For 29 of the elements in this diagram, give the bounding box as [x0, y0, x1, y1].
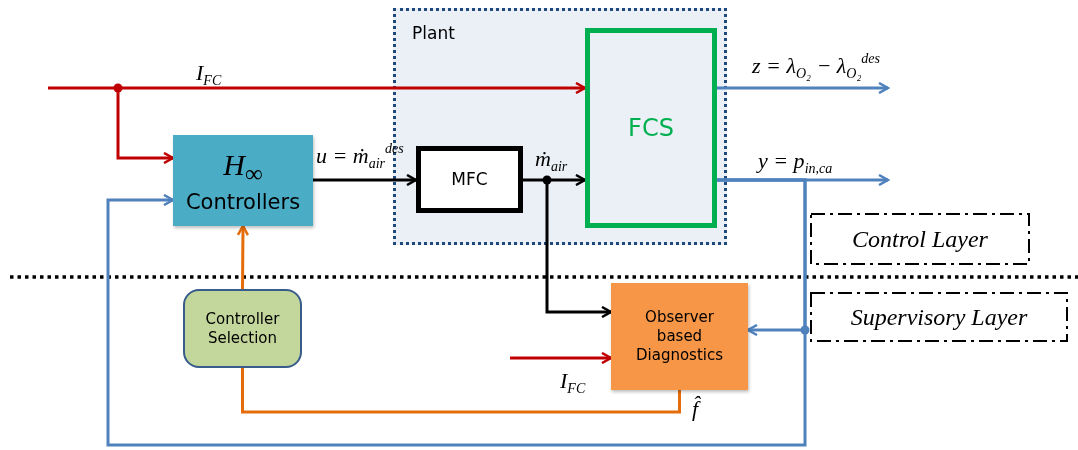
- layer-label-box: [810, 213, 1030, 265]
- edge-label: I$_{FC}$: [196, 62, 222, 88]
- mfc-block: [416, 146, 523, 213]
- arrow: [717, 81, 890, 95]
- edge-label: ṁ$_{air}$: [535, 148, 568, 174]
- arrow: [236, 224, 250, 289]
- arrow: [313, 173, 418, 187]
- arrow: [48, 81, 587, 95]
- arrow: [523, 173, 587, 187]
- block-label: Controller Selection: [204, 309, 281, 348]
- block-label: MFC: [451, 168, 488, 191]
- layer-label-box: [810, 292, 1068, 342]
- edge-label: f̂: [692, 398, 699, 420]
- arrow: [510, 351, 613, 365]
- block-label: Supervisory Layer: [850, 303, 1028, 332]
- block-label: Control Layer: [852, 225, 988, 254]
- block-label: Controllers: [185, 189, 301, 216]
- math-symbol: H$_{∞}$: [223, 146, 263, 189]
- selection-block: [183, 289, 302, 368]
- block-label: Observer based Diagnostics: [634, 308, 724, 365]
- arrow: [106, 178, 807, 447]
- block-label: FCS: [628, 113, 674, 143]
- edge-label: y = p$_{in,ca}$: [758, 150, 833, 176]
- diagnostics-block: [611, 283, 748, 390]
- block-label: Plant: [412, 23, 455, 45]
- fcs-block: [585, 28, 717, 228]
- edge-label: I$_{FC}$: [560, 370, 586, 396]
- controller-block: [173, 135, 313, 226]
- connector-line: [241, 368, 681, 414]
